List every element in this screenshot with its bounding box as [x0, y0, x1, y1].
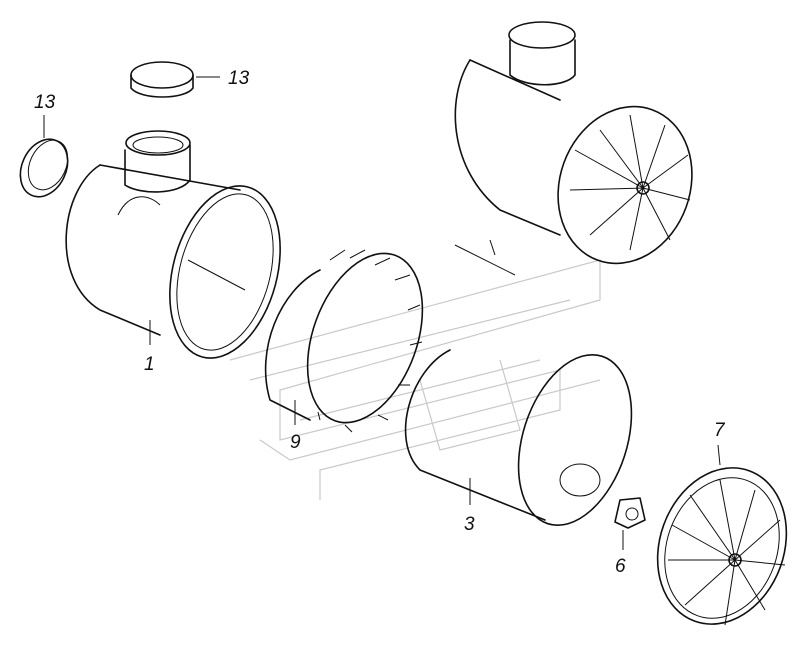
leader-lines [43, 76, 721, 550]
precleaner-vanes [264, 249, 424, 433]
label-housing: 1 [144, 354, 155, 375]
filter-housing [65, 130, 281, 359]
label-top-cap: 13 [228, 68, 250, 89]
watermark-logo [229, 259, 601, 500]
seal-ring [19, 138, 69, 198]
label-precleaner: 9 [290, 432, 301, 453]
end-cover [656, 467, 788, 626]
wing-nut [614, 497, 646, 529]
top-cap [130, 61, 194, 98]
label-nut: 6 [615, 556, 626, 577]
label-filter-element: 3 [464, 514, 475, 535]
label-cover: 7 [714, 420, 726, 441]
assembled-filter [454, 21, 693, 276]
label-seal-ring: 13 [34, 92, 56, 113]
filter-element [404, 349, 633, 527]
